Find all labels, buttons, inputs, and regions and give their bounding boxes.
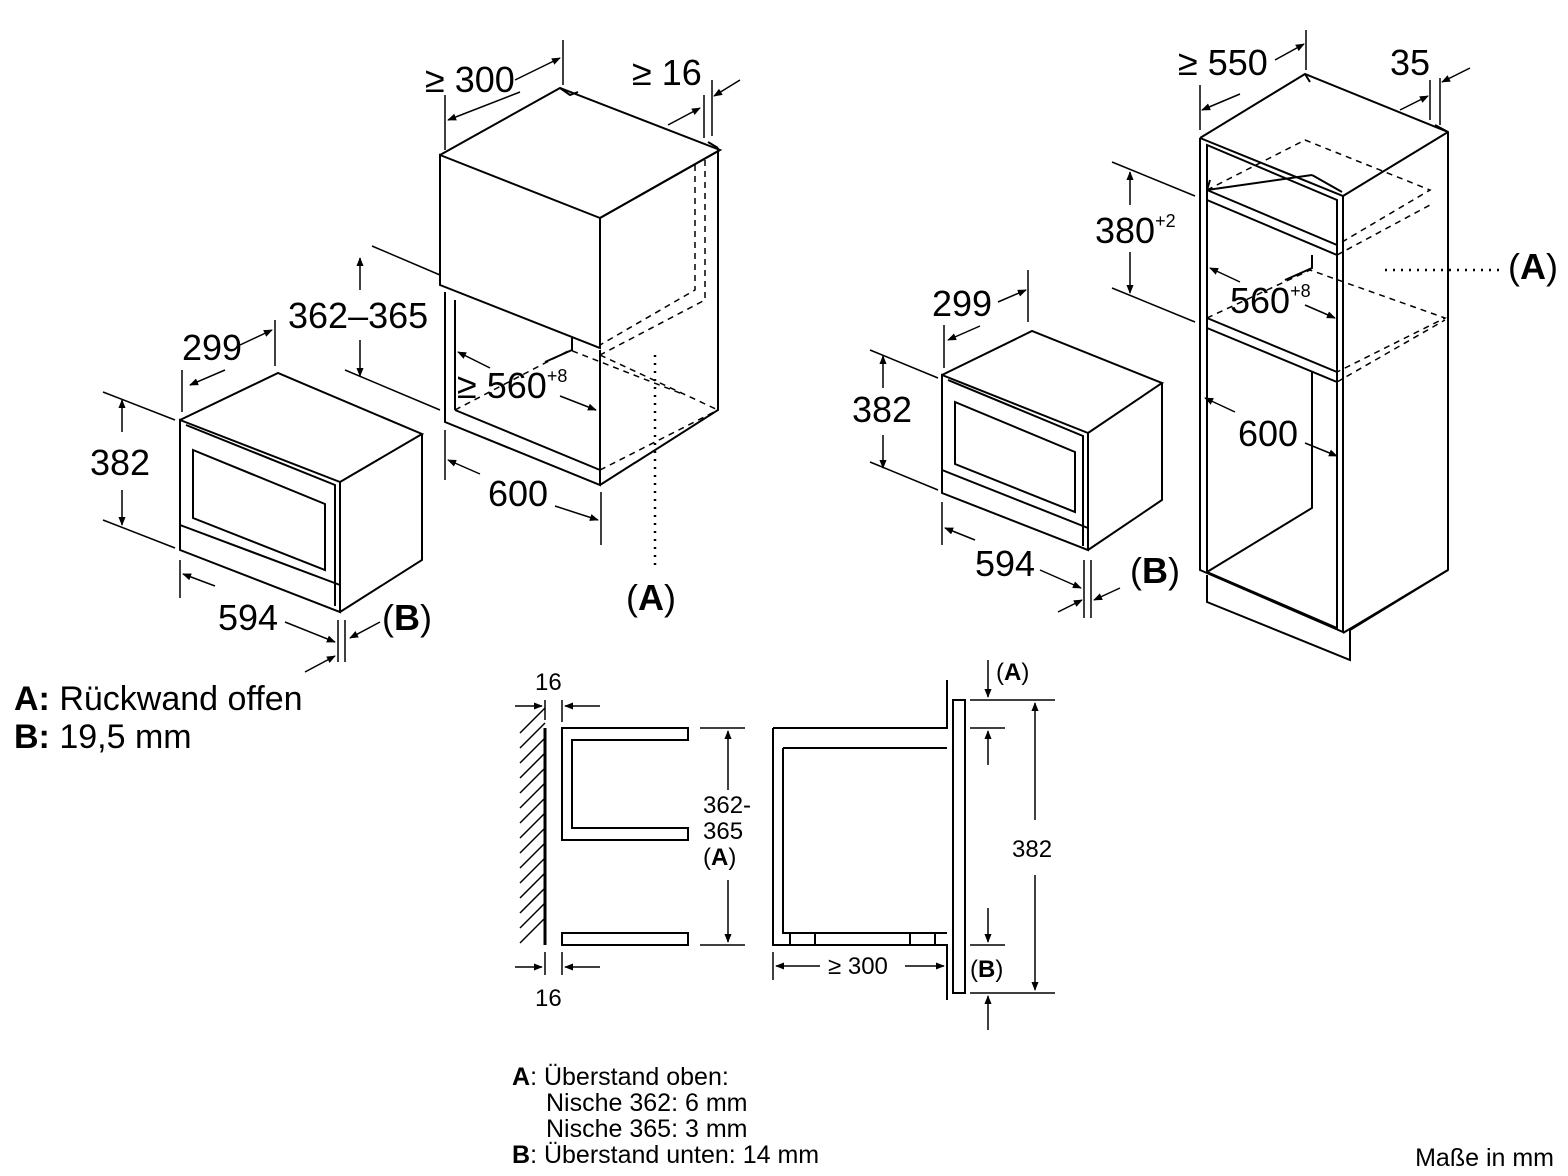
legend-a-text: Rückwand offen [49, 680, 303, 718]
right-cabinet-width-label: 600 [1238, 413, 1298, 454]
legend-section: A: Überstand oben: Nische 362: 6 mm Nisc… [512, 1064, 819, 1168]
section-dims [515, 660, 1055, 1030]
right-gap-label: 35 [1390, 42, 1430, 83]
section-382-label: 382 [1012, 836, 1052, 863]
left-A-label: (A) [626, 577, 676, 618]
right-B-label: (B) [1130, 550, 1180, 591]
left-microwave-dims [102, 320, 381, 673]
legend-a-row: A: Rückwand offen [14, 680, 303, 718]
left-niche-height-label: 362–365 [288, 295, 428, 336]
legend-b-text: 19,5 mm [49, 718, 192, 756]
left-cabinet-width-label: 600 [488, 473, 548, 514]
legend-section-a-key: A [512, 1063, 531, 1091]
left-microwave [179, 371, 425, 614]
legend-b-row: B: 19,5 mm [14, 718, 303, 756]
legend-a-key: A: [14, 680, 50, 718]
section-niche-A-label: (A) [703, 844, 736, 871]
legend-section-a-text: : Überstand oben: [530, 1063, 729, 1091]
right-niche-width-label: 560+8 [1230, 280, 1311, 321]
right-cabinet-hidden [1206, 139, 1447, 383]
legend-main: A: Rückwand offen B: 19,5 mm [14, 680, 303, 756]
left-cabinet [439, 86, 723, 487]
legend-section-b-key: B [512, 1141, 531, 1169]
left-niche-width-label: ≥ 560+8 [457, 365, 567, 406]
left-device-width-label: 594 [218, 597, 278, 638]
section-device [772, 680, 966, 1000]
section-depth-label: ≥ 300 [828, 953, 888, 980]
section-niche-height-line1: 362- [703, 792, 751, 819]
legend-b-key: B: [14, 718, 50, 756]
left-depth-label: ≥ 300 [425, 59, 515, 100]
right-niche-height-label: 380+2 [1095, 210, 1176, 251]
right-device-depth-label: 299 [932, 283, 992, 324]
section-wall-hatch [519, 707, 547, 945]
left-gap-label: ≥ 16 [632, 52, 702, 93]
right-depth-label: ≥ 550 [1178, 42, 1268, 83]
right-device-width-label: 594 [975, 543, 1035, 584]
section-B-label: (B) [970, 956, 1003, 983]
right-A-label: (A) [1508, 246, 1558, 287]
units-note: Maße in mm [1415, 1144, 1554, 1172]
legend-section-a-row: A: Überstand oben: [512, 1064, 819, 1090]
legend-section-b-row: B: Überstand unten: 14 mm [512, 1142, 819, 1168]
left-B-label: (B) [382, 597, 432, 638]
left-device-height-label: 382 [90, 442, 150, 483]
right-microwave-dims [869, 270, 1121, 618]
legend-section-b-text: : Überstand unten: 14 mm [530, 1141, 820, 1169]
section-A-label: (A) [996, 659, 1029, 686]
section-16-top-label: 16 [535, 669, 562, 696]
legend-section-a-line3: Nische 365: 3 mm [546, 1115, 748, 1143]
right-microwave [941, 329, 1165, 552]
left-cabinet-dims [344, 40, 741, 545]
right-tall-cabinet [1199, 72, 1449, 662]
right-cabinet-dims [1111, 30, 1471, 457]
right-device-height-label: 382 [852, 389, 912, 430]
section-niche-height-line2: 365 [703, 818, 743, 845]
section-16-bottom-label: 16 [535, 985, 562, 1012]
section-niche [561, 727, 689, 946]
legend-section-a-line2: Nische 362: 6 mm [546, 1089, 748, 1117]
left-device-depth-label: 299 [182, 327, 242, 368]
